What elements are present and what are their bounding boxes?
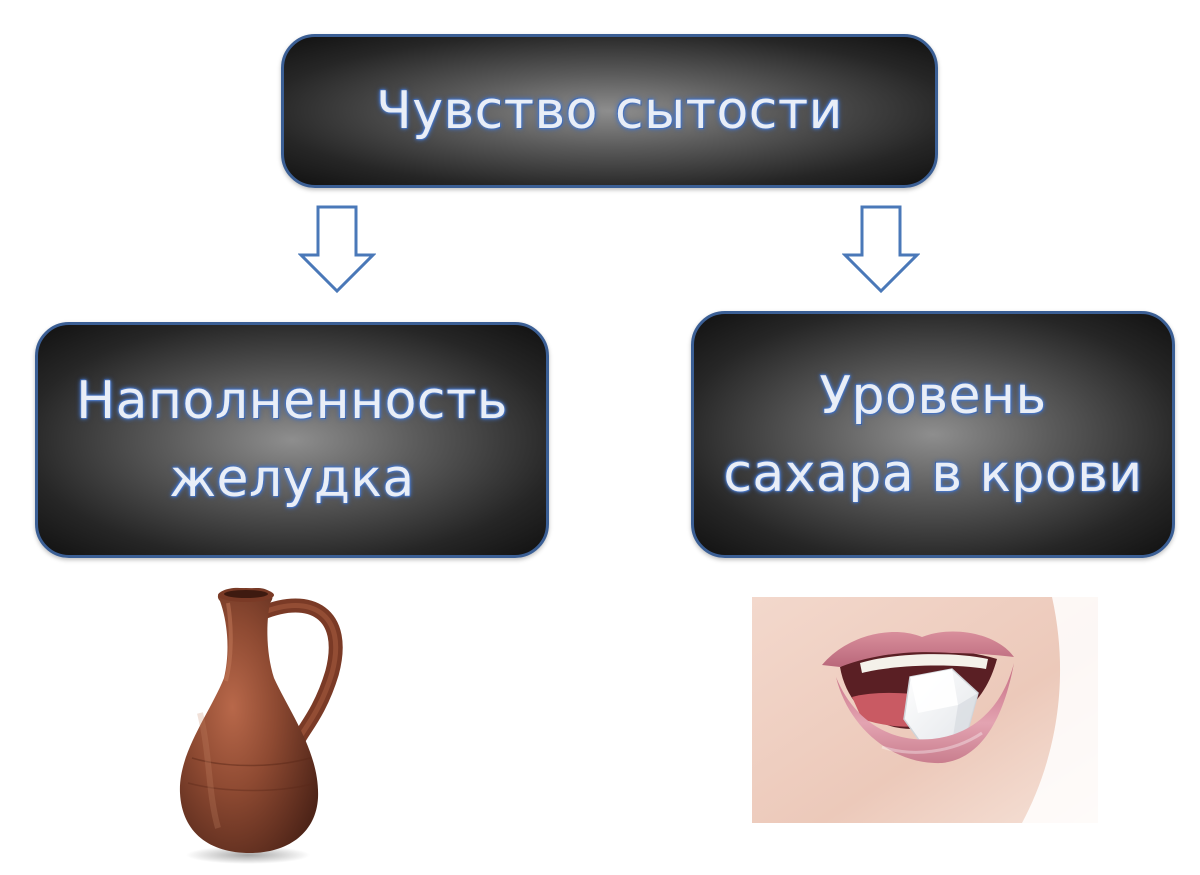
top-node-box: Чувство сытости [281,34,938,188]
right-node-line2: сахара в крови [723,443,1143,504]
down-arrow-icon-left [298,205,376,294]
right-node-box: Уровень сахара в крови [691,311,1175,558]
top-node-label: Чувство сытости [376,81,843,141]
left-node-line1: Наполненность [76,371,508,431]
clay-jug-image [179,587,343,864]
left-node-box: Наполненность желудка [35,322,549,558]
right-node-line1: Уровень [819,365,1047,426]
left-node-line2: желудка [169,449,415,509]
down-arrow-icon-right [842,205,920,294]
mouth-with-sugar-cube-image [752,597,1098,823]
